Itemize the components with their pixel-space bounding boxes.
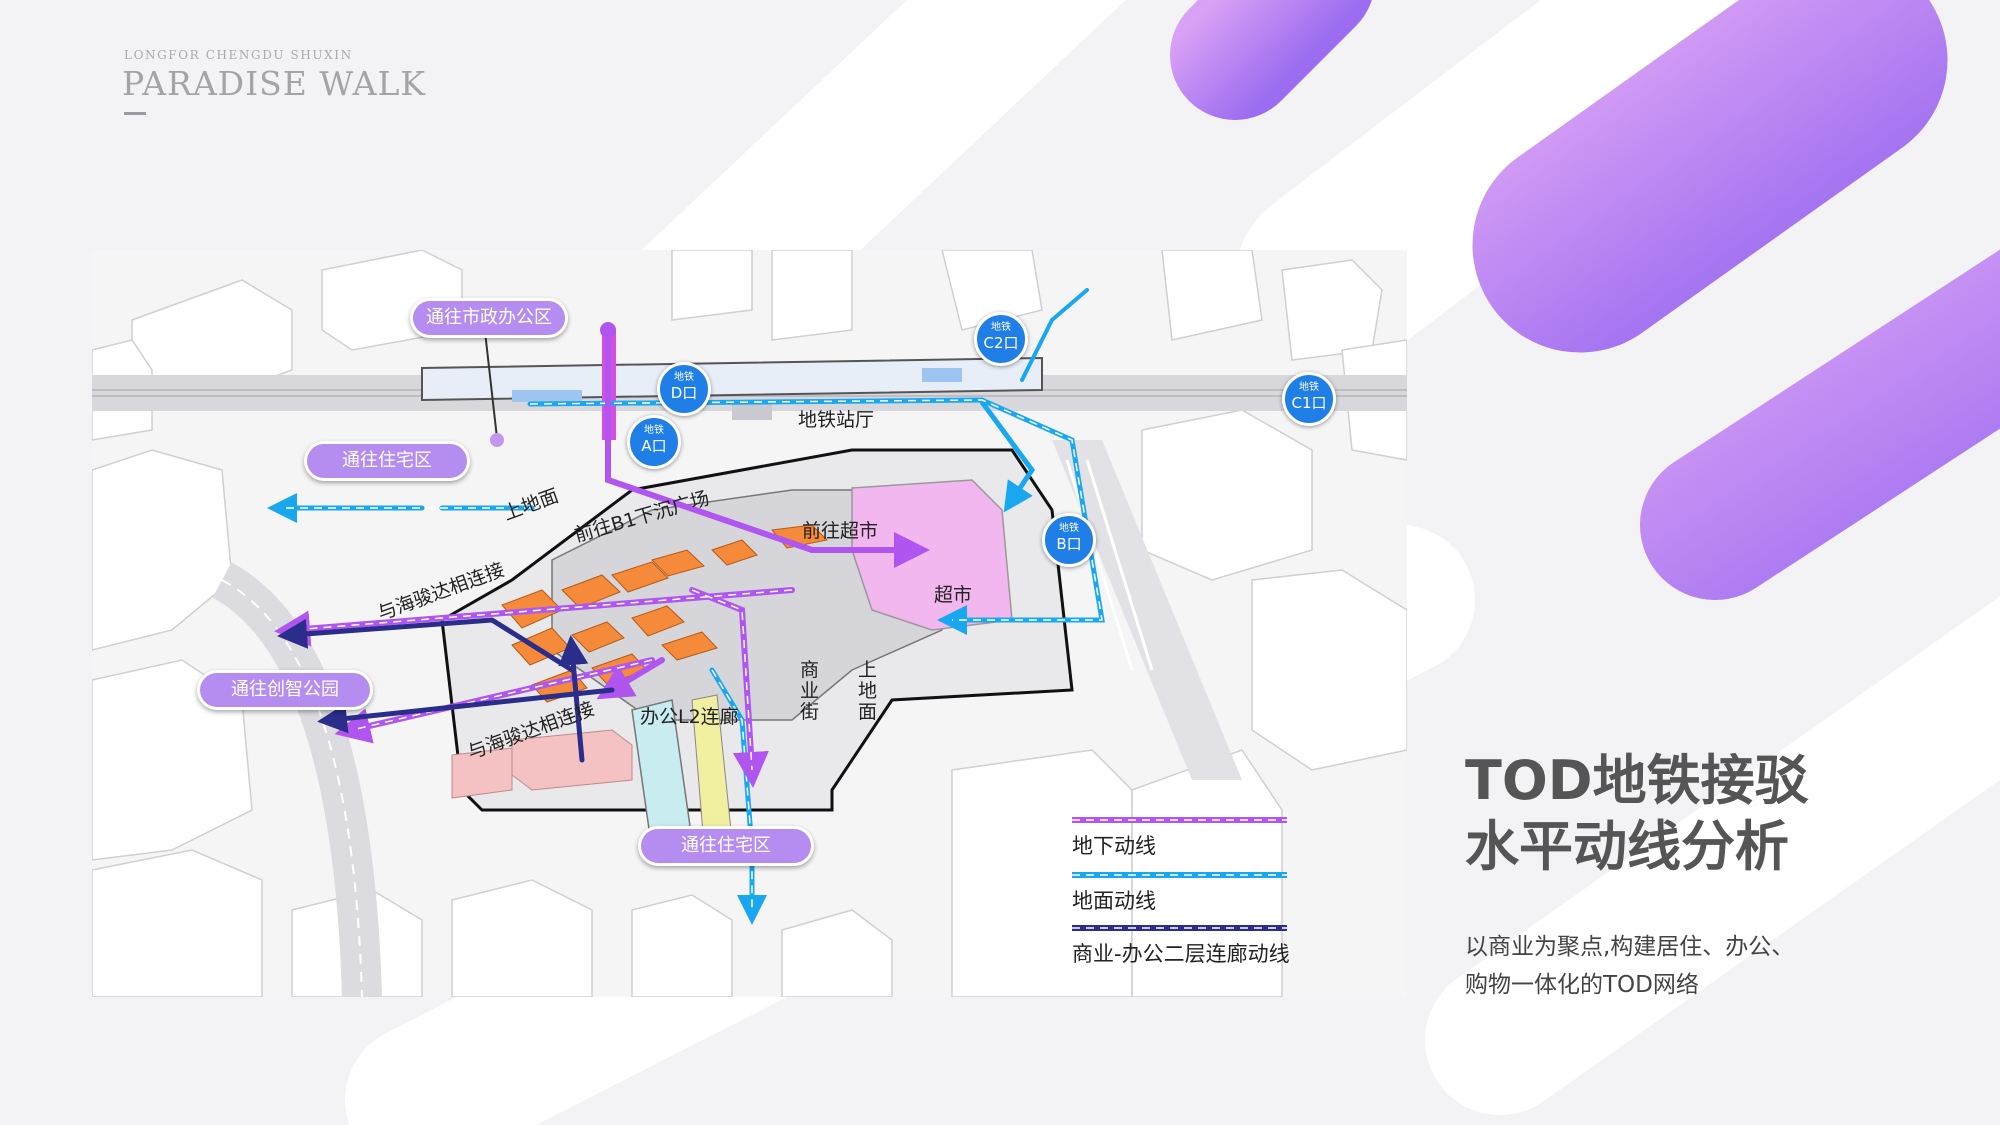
station-hall [421,356,1043,402]
metro-exit-c1-label: C1口 [1291,394,1327,412]
office-blocks [451,729,633,799]
page-subtitle: 以商业为聚点,构建居住、办公、 购物一体化的TOD网络 [1465,928,1794,1004]
label-to-supermarket: 前往超市 [802,520,879,542]
legend-l2-corridor: 商业-办公二层连廊动线 [1072,942,1290,966]
pill-to-gov-office: 通往市政办公区 [410,298,568,338]
label-up-ground-vertical: 上地面 [858,659,878,723]
metro-exit-c2: 地铁 C2口 [974,312,1028,366]
tod-route-diagram: 通往市政办公区 通往住宅区 通往创智公园 通往住宅区 地铁 D口 地铁 A口 地… [92,250,1407,997]
legend-ground: 地面动线 [1072,889,1156,913]
metro-exit-b: 地铁 B口 [1042,513,1096,567]
metro-exit-d-label: D口 [670,384,698,402]
page-subtitle-line2: 购物一体化的TOD网络 [1465,972,1699,998]
legend-lines [1072,817,1287,931]
page-title: TOD地铁接驳 水平动线分析 [1465,748,1809,880]
page-subtitle-line1: 以商业为聚点,构建居住、办公、 [1465,934,1795,960]
metro-prefix: 地铁 [1299,382,1319,393]
page-title-line1: TOD地铁接驳 [1465,749,1809,812]
diagram-drawing [92,250,1407,997]
page-title-line2: 水平动线分析 [1465,815,1789,878]
brand-name: PARADISE WALK [122,64,427,103]
pill-to-park: 通往创智公园 [197,670,373,710]
metro-prefix: 地铁 [1059,523,1079,534]
metro-exit-b-label: B口 [1056,535,1082,553]
metro-exit-c1: 地铁 C1口 [1282,372,1336,426]
brand-divider [124,112,146,115]
label-office-l2: 办公L2连廊 [640,706,739,728]
metro-prefix: 地铁 [674,372,694,383]
label-supermarket: 超市 [934,584,973,606]
metro-exit-a: 地铁 A口 [627,415,681,469]
pill-to-residential-top: 通往住宅区 [304,441,470,481]
metro-prefix: 地铁 [991,322,1011,333]
brand-tagline: LONGFOR CHENGDU SHUXIN [124,48,353,62]
metro-prefix: 地铁 [644,425,664,436]
label-commercial-street: 商业街 [800,659,820,723]
l2-routes [277,617,615,763]
legend-underground: 地下动线 [1072,834,1156,858]
label-station-hall: 地铁站厅 [798,409,875,431]
metro-exit-a-label: A口 [641,437,667,455]
pill-to-residential-bottom: 通往住宅区 [638,826,814,866]
metro-exit-c2-label: C2口 [983,334,1019,352]
supermarket-zone [851,479,1013,631]
side-street [1052,440,1242,780]
metro-exit-d: 地铁 D口 [657,362,711,416]
